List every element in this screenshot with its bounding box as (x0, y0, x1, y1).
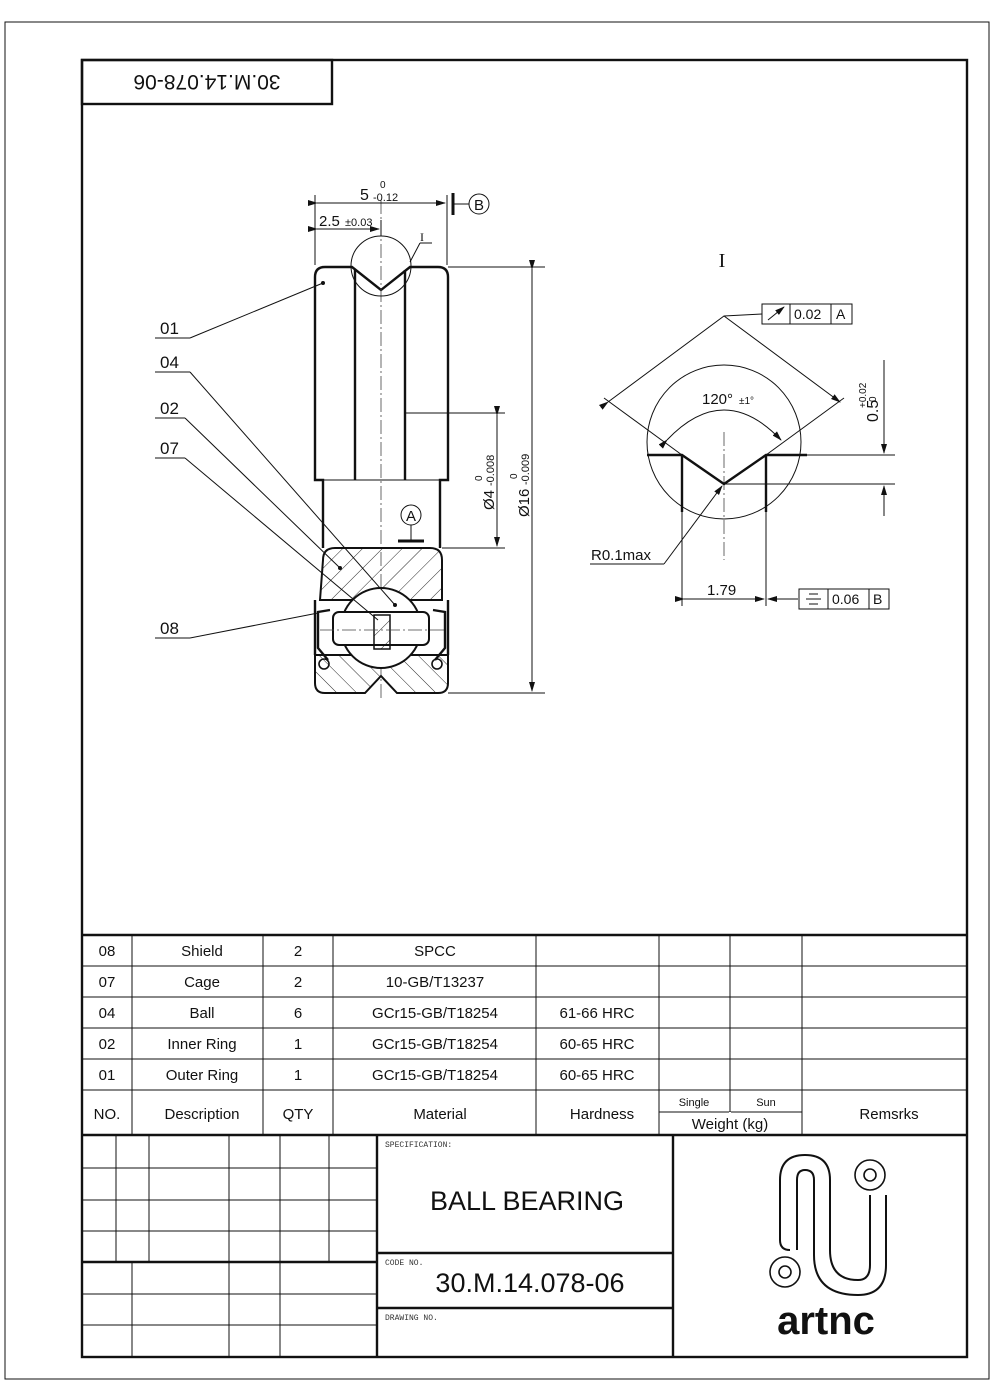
dim-groove-lower: -0.008 (485, 455, 497, 486)
bom-cell-qty: 1 (294, 1067, 302, 1084)
datum-b-label: B (474, 197, 484, 214)
dim-groove-upper: 0 (474, 475, 485, 481)
bom-cell-qty: 1 (294, 1036, 302, 1053)
callout-08: 08 (160, 619, 179, 638)
bom-header-qty: QTY (283, 1106, 314, 1123)
signature-grid (82, 1135, 377, 1357)
code-value: 30.M.14.078-06 (435, 1268, 624, 1298)
detail-title: I (719, 250, 726, 272)
bom-cell-material: 10-GB/T13237 (386, 974, 484, 991)
depth-value: 0.5 (865, 400, 882, 422)
outer-sheet-border (4, 21, 990, 1380)
dim-width: 5 (360, 187, 369, 204)
runout-datum: A (836, 306, 846, 322)
dim-outer-upper: 0 (509, 473, 520, 479)
bom-cell-no: 04 (99, 1005, 116, 1022)
part-callouts: 01 04 02 07 08 (155, 282, 396, 639)
bom-cell-no: 07 (99, 974, 116, 991)
bom-cell-hardness: 61-66 HRC (559, 1005, 634, 1022)
runout-icon (767, 306, 785, 321)
bom-header-description: Description (164, 1106, 239, 1123)
symmetry-value: 0.06 (832, 591, 859, 607)
bom-cell-no: 08 (99, 943, 116, 960)
bom-header-remarks: Remsrks (859, 1106, 918, 1123)
bom-header-single: Single (679, 1097, 710, 1109)
callout-02: 02 (160, 399, 179, 418)
bom-cell-description: Outer Ring (166, 1067, 239, 1084)
drawing-label: DRAWING NO. (385, 1314, 438, 1323)
bom-cell-qty: 6 (294, 1005, 302, 1022)
dim-outer-lower: -0.009 (520, 454, 532, 485)
rotated-code-text: 30.M.14.078-06 (133, 70, 280, 93)
main-view-dimensions: 5 0 -0.12 B 2.5 ±0.03 I A Ø4 0 -0.008 (308, 180, 545, 694)
runout-frame: 0.02 A (761, 303, 853, 325)
title-block: SPECIFICATION: BALL BEARING CODE NO. 30.… (82, 1133, 967, 1357)
dim-half-tol: ±0.03 (345, 217, 372, 229)
bom-cell-description: Ball (189, 1005, 214, 1022)
code-label: CODE NO. (385, 1259, 423, 1268)
symmetry-datum: B (873, 591, 882, 607)
bom-cell-qty: 2 (294, 974, 302, 991)
bom-cell-description: Shield (181, 943, 223, 960)
spec-value: BALL BEARING (430, 1186, 624, 1216)
drawing-frame (80, 58, 969, 1359)
dim-groove-dia: Ø4 (481, 490, 498, 510)
bom-row: 01 Outer Ring 1 GCr15-GB/T18254 60-65 HRC (99, 1067, 635, 1084)
bom-cell-hardness: 60-65 HRC (559, 1036, 634, 1053)
angle-tol: ±1° (739, 396, 754, 407)
rotated-code-tag: 30.M.14.078-06 (80, 58, 334, 106)
bom-row: 07 Cage 2 10-GB/T13237 (99, 974, 485, 991)
symmetry-icon (806, 593, 821, 605)
runout-value: 0.02 (794, 306, 821, 322)
artnc-logo: artnc (769, 1153, 887, 1343)
bom-header-hardness: Hardness (570, 1106, 634, 1123)
bom-header-sum: Sun (756, 1097, 776, 1109)
logo-text: artnc (777, 1299, 875, 1343)
bom-cell-material: GCr15-GB/T18254 (372, 1067, 498, 1084)
angle-value: 120° (702, 391, 733, 408)
bom-cell-no: 02 (99, 1036, 116, 1053)
spec-label: SPECIFICATION: (385, 1141, 452, 1150)
symmetry-frame: 0.06 B (798, 588, 890, 610)
dim-outer-dia: Ø16 (516, 489, 533, 517)
bom-cell-material: GCr15-GB/T18254 (372, 1036, 498, 1053)
bom-row: 02 Inner Ring 1 GCr15-GB/T18254 60-65 HRC (99, 1036, 635, 1053)
bom-cell-description: Cage (184, 974, 220, 991)
bom-cell-no: 01 (99, 1067, 116, 1084)
bom-header-weight: Weight (kg) (692, 1116, 768, 1133)
detail-ref-label: I (420, 230, 424, 244)
bom-cell-qty: 2 (294, 943, 302, 960)
bom-cell-hardness: 60-65 HRC (559, 1067, 634, 1084)
bom-cell-material: GCr15-GB/T18254 (372, 1005, 498, 1022)
dim-width-lower: -0.12 (373, 192, 398, 204)
main-section-view (313, 200, 450, 700)
bom-row: 04 Ball 6 GCr15-GB/T18254 61-66 HRC (99, 1005, 635, 1022)
bom-header: NO. Description QTY Material Hardness Single S… (94, 1097, 919, 1133)
bom-row: 08 Shield 2 SPCC (99, 943, 456, 960)
dim-width-upper: 0 (380, 180, 386, 191)
datum-a-label: A (406, 508, 416, 525)
bom-header-material: Material (413, 1106, 466, 1123)
callout-07: 07 (160, 439, 179, 458)
depth-upper: +0.02 (858, 382, 869, 408)
detail-view-i: I 120° ±1° 0.02 A 0.5 +0.02 0 (590, 250, 895, 610)
callout-04: 04 (160, 353, 179, 372)
bom-header-no: NO. (94, 1106, 121, 1123)
bom-cell-material: SPCC (414, 943, 456, 960)
width-value: 1.79 (707, 582, 736, 599)
depth-lower: 0 (868, 396, 879, 402)
dim-half: 2.5 (319, 213, 340, 230)
radius-note: R0.1max (591, 547, 652, 564)
bom-cell-description: Inner Ring (167, 1036, 236, 1053)
callout-01: 01 (160, 319, 179, 338)
